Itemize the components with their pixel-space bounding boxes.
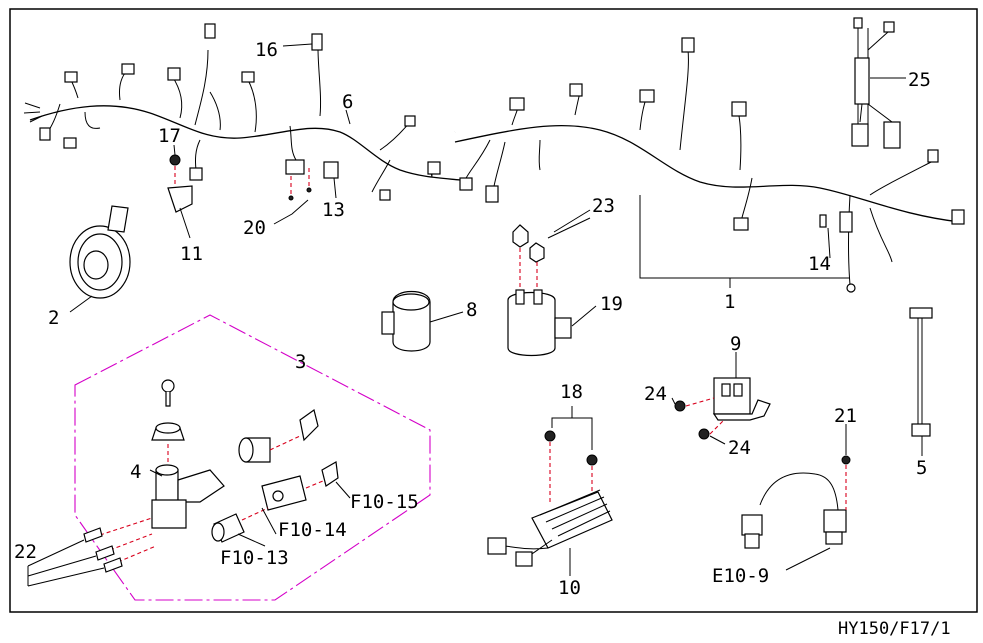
callout-9: 9 — [730, 333, 741, 355]
wire-harness-1 — [454, 37, 965, 293]
callout-24-lower: 24 — [728, 437, 751, 459]
callout-22: 22 — [14, 541, 37, 563]
callout-6: 6 — [342, 91, 353, 113]
callout-17: 17 — [158, 125, 181, 147]
callout-19: 19 — [600, 293, 623, 315]
callout-e10-9: E10-9 — [712, 565, 769, 587]
callout-4: 4 — [130, 461, 141, 483]
callout-3: 3 — [295, 351, 306, 373]
assembly-boundary-3 — [74, 314, 431, 601]
callout-11: 11 — [180, 243, 203, 265]
diagram-reference-code: HY150/F17/1 — [838, 619, 951, 639]
fuse-holder-9 — [674, 377, 771, 440]
callout-24-upper: 24 — [644, 383, 667, 405]
regulator-10 — [487, 406, 613, 567]
callout-8: 8 — [466, 299, 477, 321]
callout-18: 18 — [560, 381, 583, 403]
callout-13: 13 — [322, 199, 345, 221]
callout-f10-14: F10-14 — [278, 519, 347, 541]
callout-10: 10 — [558, 577, 581, 599]
ignition-switch-3 — [27, 379, 339, 587]
wire-harness-6 — [23, 23, 461, 201]
resistor-5 — [909, 307, 933, 437]
callout-20: 20 — [243, 217, 266, 239]
bracket-11 — [167, 154, 193, 213]
sub-harness-25 — [851, 17, 901, 149]
callout-1: 1 — [724, 291, 735, 313]
callout-labels: 1 2 3 4 5 6 8 9 10 11 13 14 16 17 18 19 … — [14, 39, 931, 599]
callout-23: 23 — [592, 195, 615, 217]
callout-25: 25 — [908, 69, 931, 91]
callout-14: 14 — [808, 253, 831, 275]
flasher-8 — [381, 291, 431, 352]
callout-2: 2 — [48, 307, 59, 329]
diagram-frame — [9, 8, 978, 613]
callout-5: 5 — [916, 457, 927, 479]
callout-16: 16 — [255, 39, 278, 61]
starter-relay-19 — [507, 217, 591, 357]
callout-f10-15: F10-15 — [350, 491, 419, 513]
sensor-e10-9 — [741, 455, 851, 549]
callout-f10-13: F10-13 — [220, 547, 289, 569]
horn-2 — [69, 205, 131, 299]
callout-21: 21 — [834, 405, 857, 427]
callout-leaders — [69, 43, 923, 576]
